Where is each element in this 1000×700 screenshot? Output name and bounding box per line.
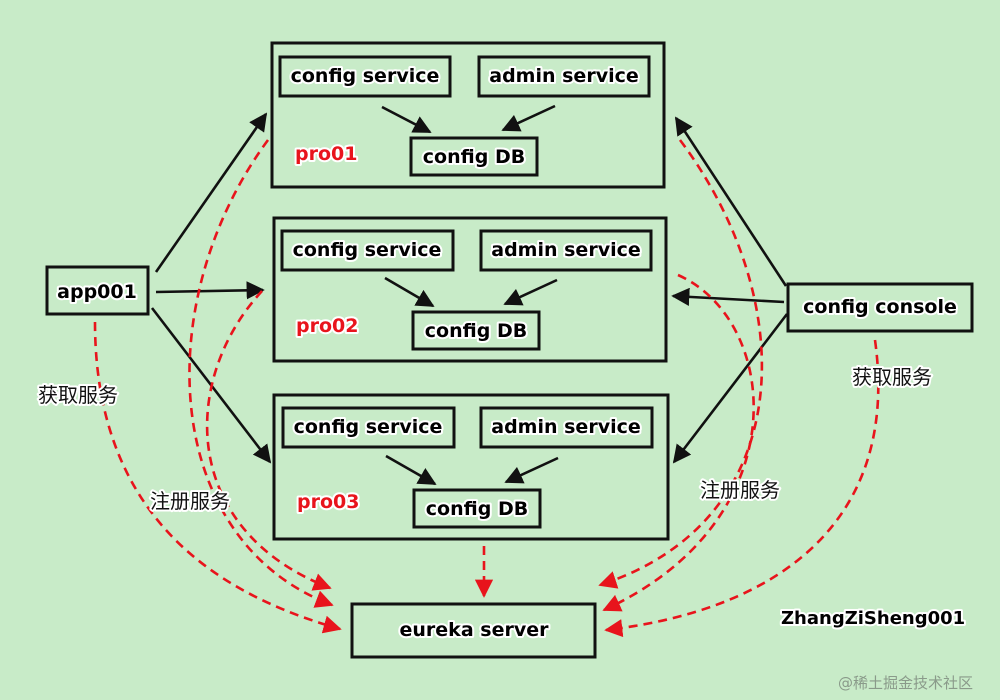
config-db-label: config DB (423, 146, 525, 168)
arrow-config-service-to-db (384, 276, 435, 308)
cluster-label-pro02: pro02 (296, 315, 358, 337)
arrow-admin-service-to-db (503, 278, 558, 306)
app001-box (45, 265, 150, 316)
site-watermark: @稀土掘金技术社区 (838, 674, 973, 692)
config-db-box (412, 488, 542, 529)
admin-service-box (477, 55, 651, 98)
arrow-console-to-pro01 (674, 116, 788, 287)
config-db-label: config DB (426, 498, 528, 520)
arrow-admin-service-to-db (504, 456, 559, 484)
eureka-server-box (350, 602, 597, 659)
config-console-label: config console (803, 296, 957, 318)
arrow-console-to-pro02 (671, 287, 785, 306)
app001-label: app001 (57, 281, 137, 303)
cluster-pro02: config service admin service config DB p… (272, 216, 668, 363)
author-signature: ZhangZiSheng001 (781, 608, 965, 629)
config-service-label: config service (293, 239, 442, 261)
dashed-arrow-pro01-register-eureka-right (598, 139, 764, 589)
config-db-label: config DB (425, 320, 527, 342)
label-right-fetch: 获取服务 (852, 365, 932, 389)
dashed-arrow-pro01-register-eureka (188, 139, 334, 608)
arrow-console-to-pro03 (672, 313, 789, 464)
admin-service-label: admin service (491, 416, 641, 438)
dashed-arrow-pro02-register-eureka-right (602, 273, 755, 612)
config-service-label: config service (291, 65, 440, 87)
eureka-server-node: eureka server (350, 602, 597, 659)
arrow-admin-service-to-db (501, 104, 556, 132)
config-service-box (281, 406, 456, 449)
cluster-pro03: config service admin service config DB p… (272, 393, 670, 541)
arrow-app-to-pro02 (155, 281, 265, 300)
label-left-register: 注册服务 (150, 489, 230, 513)
label-left-fetch: 获取服务 (38, 383, 118, 407)
config-console-box (786, 282, 974, 333)
admin-service-label: admin service (489, 65, 639, 87)
config-service-box (280, 229, 455, 272)
arrow-app-to-pro01 (154, 112, 268, 273)
label-right-register: 注册服务 (700, 478, 780, 502)
cluster-pro01: config service admin service config DB p… (270, 41, 666, 189)
config-console-node: config console (786, 282, 974, 333)
admin-service-box (479, 406, 654, 449)
config-db-box (411, 310, 541, 351)
config-service-box (278, 55, 452, 98)
config-db-box (409, 136, 539, 177)
admin-service-label: admin service (491, 239, 641, 261)
config-service-label: config service (294, 416, 443, 438)
dashed-arrow-app-fetch-eureka (93, 321, 342, 634)
admin-service-box (479, 229, 653, 272)
arrow-config-service-to-db (381, 105, 432, 134)
app001-node: app001 (45, 265, 150, 316)
dashed-arrow-console-fetch-eureka (604, 339, 880, 638)
cluster-label-pro03: pro03 (297, 491, 359, 513)
eureka-server-label: eureka server (400, 619, 550, 641)
cluster-label-pro01: pro01 (295, 143, 357, 165)
dashed-arrow-pro02-register-eureka (205, 290, 332, 591)
arrow-config-service-to-db (385, 454, 437, 486)
